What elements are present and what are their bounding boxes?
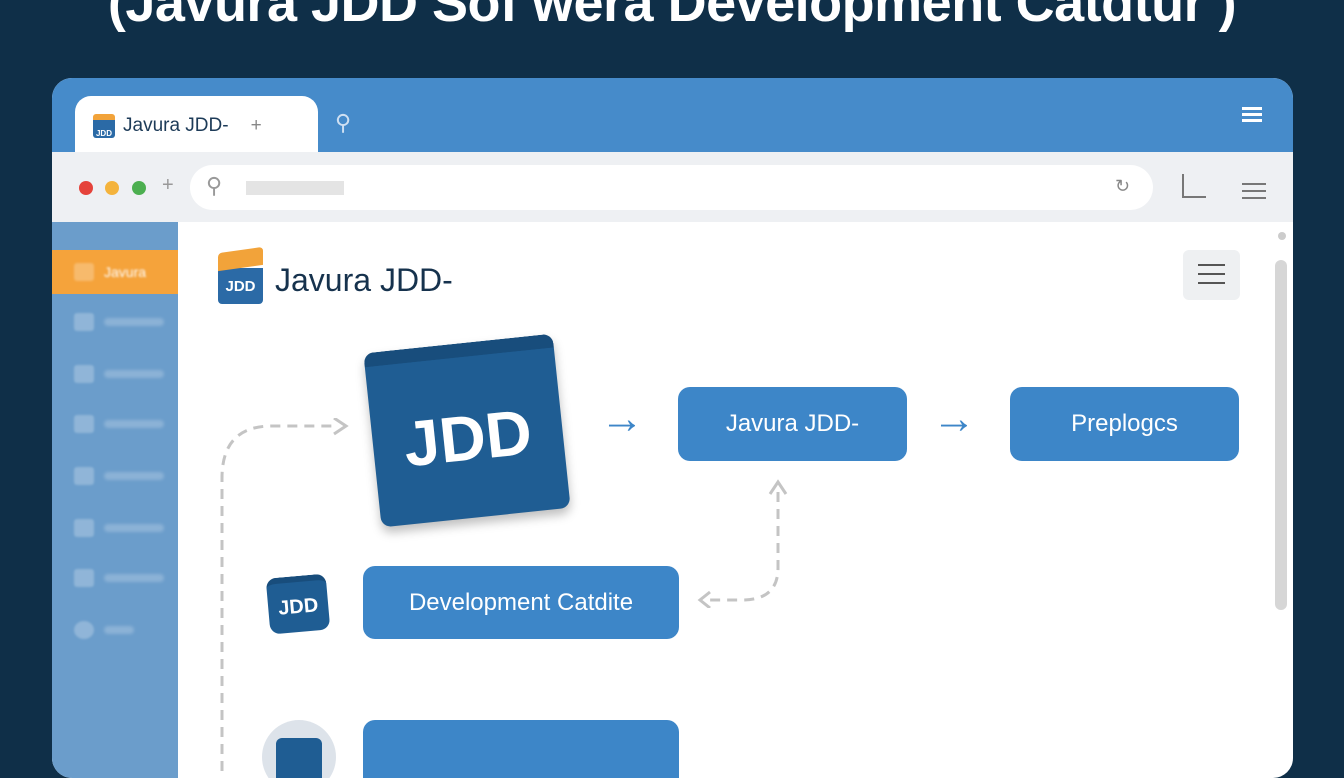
sidebar-item[interactable] bbox=[52, 402, 178, 446]
menu-icon[interactable] bbox=[1242, 178, 1266, 204]
add-button[interactable]: + bbox=[162, 174, 174, 196]
menu-icon[interactable] bbox=[1242, 104, 1262, 125]
scroll-up-button[interactable] bbox=[1278, 232, 1286, 240]
sidebar-item[interactable] bbox=[52, 556, 178, 600]
dashed-connector bbox=[697, 479, 788, 608]
sidebar-item-label bbox=[104, 574, 164, 582]
document-icon bbox=[74, 313, 94, 331]
jdd-logo-icon: JDD bbox=[93, 114, 115, 138]
tab-title: Javura JDD- bbox=[123, 115, 229, 136]
grid-icon bbox=[74, 365, 94, 383]
jdd-main-icon: JDD bbox=[363, 333, 571, 528]
toolbar: + ⚲ ↻ bbox=[52, 152, 1293, 222]
maximize-button[interactable] bbox=[132, 181, 146, 195]
folder-icon bbox=[74, 519, 94, 537]
dashed-connector bbox=[220, 418, 349, 778]
home-icon bbox=[74, 415, 94, 433]
search-icon: ⚲ bbox=[206, 173, 223, 198]
flow-box-javura[interactable]: Javura JDD- bbox=[678, 387, 907, 461]
minimize-button[interactable] bbox=[105, 181, 119, 195]
sidebar-item-label bbox=[104, 318, 164, 326]
jdd-small-icon: JDD bbox=[265, 573, 331, 635]
sidebar: Javura bbox=[52, 222, 178, 778]
monitor-icon bbox=[74, 467, 94, 485]
sidebar-item[interactable] bbox=[52, 454, 178, 498]
page-title: Javura JDD- bbox=[275, 262, 453, 298]
puzzle-icon bbox=[74, 263, 94, 281]
tab-bar: JDD Javura JDD- + ⚲ bbox=[52, 78, 1293, 156]
sidebar-item-label bbox=[104, 370, 164, 378]
sidebar-item[interactable] bbox=[52, 352, 178, 396]
sidebar-item-label bbox=[104, 524, 164, 532]
flow-box-development[interactable]: Development Catdite bbox=[363, 566, 679, 639]
sidebar-item-label bbox=[104, 420, 164, 428]
sidebar-item-label: Javura bbox=[104, 264, 147, 280]
arrow-right-icon: → bbox=[932, 394, 976, 443]
sidebar-item[interactable] bbox=[52, 608, 178, 652]
arrow-right-icon: → bbox=[600, 394, 644, 443]
flow-box-preplogcs[interactable]: Preplogcs bbox=[1010, 387, 1239, 461]
sidebar-item-label bbox=[104, 472, 164, 480]
menu-button[interactable] bbox=[1183, 250, 1240, 300]
browser-window: JDD Javura JDD- + ⚲ + ⚲ ↻ Javura bbox=[52, 78, 1293, 778]
flow-box[interactable] bbox=[363, 720, 679, 778]
headline: (Javura JDD Sof wera Development Catdtur… bbox=[107, 0, 1237, 33]
jdd-logo: JDD bbox=[218, 246, 263, 310]
reload-icon[interactable]: ↻ bbox=[1115, 176, 1131, 196]
new-tab-button[interactable]: + bbox=[250, 115, 262, 136]
scrollbar-thumb[interactable] bbox=[1275, 260, 1287, 610]
search-icon[interactable]: ⚲ bbox=[335, 110, 352, 135]
calendar-icon bbox=[74, 569, 94, 587]
sidebar-item[interactable] bbox=[52, 506, 178, 550]
tab-javura[interactable]: JDD Javura JDD- + bbox=[75, 96, 318, 156]
address-bar[interactable]: ⚲ ↻ bbox=[190, 165, 1153, 210]
sidebar-item-label bbox=[104, 626, 134, 634]
close-button[interactable] bbox=[79, 181, 93, 195]
url-placeholder bbox=[246, 181, 344, 195]
sidebar-item-javura[interactable]: Javura bbox=[52, 250, 178, 294]
sidebar-item[interactable] bbox=[52, 300, 178, 344]
extensions-icon[interactable] bbox=[1182, 174, 1206, 198]
user-icon bbox=[74, 621, 94, 639]
